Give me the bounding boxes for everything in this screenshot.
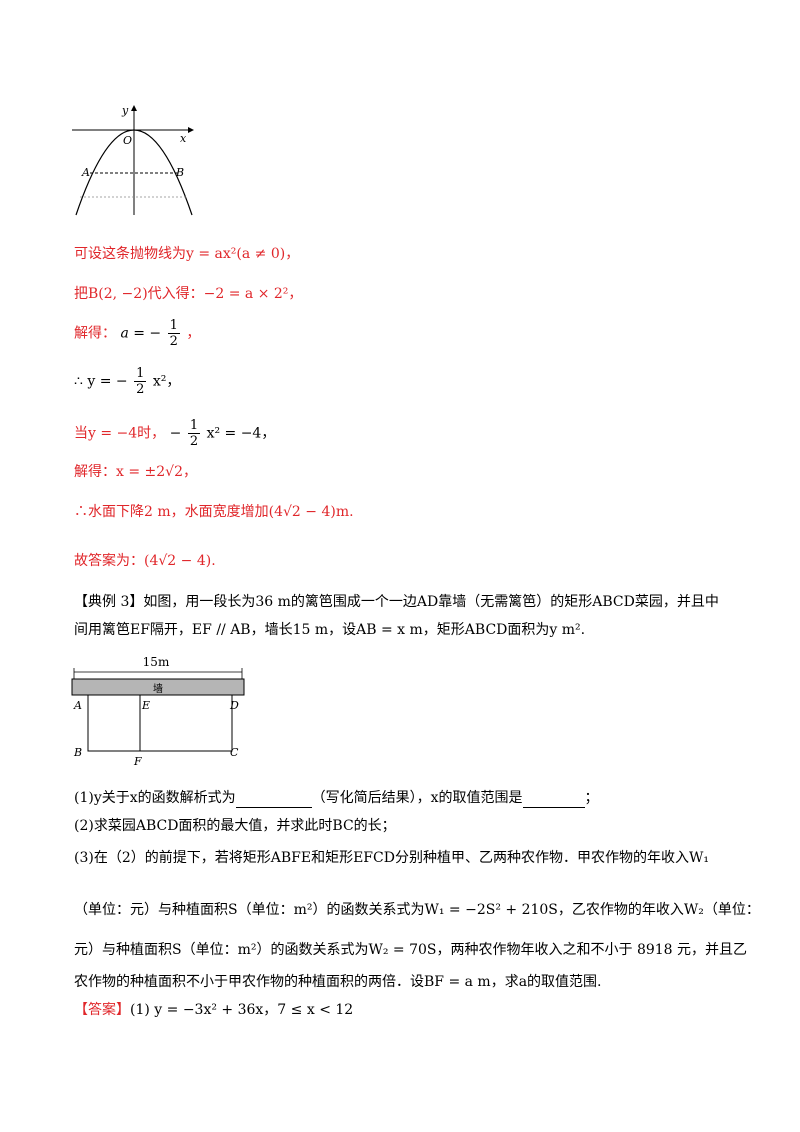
- l3-a: a = −: [120, 325, 162, 342]
- garden-rect: [87, 694, 233, 752]
- solution-line-8: 故答案为：(4√2 − 4).: [74, 553, 216, 569]
- l5-den: 2: [189, 434, 199, 449]
- q1-text-b: （写化简后结果），x的取值范围是: [311, 790, 523, 806]
- solution-line-3: 解得： a = − 1 2 ，: [74, 318, 200, 349]
- label-C: C: [230, 746, 239, 759]
- solution-line-2: 把B(2, −2)代入得：−2 = a × 2²，: [74, 286, 303, 302]
- l3-pre: 解得：: [74, 325, 116, 342]
- answer-text: (1) y = −3x² + 36x，7 ≤ x < 12: [130, 1002, 354, 1018]
- l3-post: ，: [186, 325, 201, 342]
- question-3-line-2: （单位：元）与种植面积S（单位：m²）的函数关系式为W₁ = −2S² + 21…: [74, 902, 760, 918]
- label-o: O: [123, 134, 132, 147]
- garden-diagram: 15m 墙 A E D B F C: [71, 655, 245, 768]
- l4-pre: ∴ y = −: [74, 373, 128, 390]
- label-B: B: [73, 746, 82, 759]
- example-paragraph-2: 间用篱笆EF隔开，EF // AB，墙长15 m，设AB = x m，矩形ABC…: [74, 622, 586, 638]
- q1-blank-1[interactable]: [235, 793, 312, 808]
- x-axis-arrow: [188, 127, 194, 133]
- label-y: y: [121, 104, 129, 117]
- diagram-length-label: 15m: [143, 655, 170, 669]
- question-2: (2)求菜园ABCD面积的最大值，并求此时BC的长；: [74, 818, 396, 834]
- solution-line-6: 解得：x = ±2√2，: [74, 464, 197, 480]
- parabola-graph: y x O A B: [72, 104, 194, 216]
- answer-tag: 【答案】: [74, 1002, 130, 1018]
- solution-line-4: ∴ y = − 1 2 x²，: [74, 366, 180, 397]
- label-D: D: [229, 699, 239, 712]
- l5-minus: −: [169, 425, 182, 442]
- l4-post: x²，: [152, 373, 181, 390]
- q1-blank-2[interactable]: [522, 793, 585, 808]
- parabola-curve: [75, 129, 193, 216]
- label-a: A: [81, 166, 90, 179]
- answer-line: 【答案】(1) y = −3x² + 36x，7 ≤ x < 12: [74, 1000, 353, 1020]
- question-3-line-3: 元）与种植面积S（单位：m²）的函数关系式为W₂ = 70S，两种农作物年收入之…: [74, 942, 748, 958]
- label-A: A: [73, 699, 82, 712]
- label-x: x: [180, 132, 187, 145]
- l3-den: 2: [169, 334, 178, 349]
- question-3-line-4: 农作物的种植面积不小于甲农作物的种植面积的两倍．设BF = a m，求a的取值范…: [74, 974, 602, 990]
- solution-line-1: 可设这条抛物线为y = ax²(a ≠ 0)，: [74, 246, 300, 262]
- label-b: B: [175, 166, 184, 179]
- label-F: F: [133, 755, 142, 768]
- example-paragraph-1: 【典例 3】如图，用一段长为36 m的篱笆围成一个一边AD靠墙（无需篱笆）的矩形…: [74, 594, 719, 610]
- l5-fraction: 1 2: [187, 418, 201, 449]
- y-axis-arrow: [131, 105, 137, 111]
- l4-fraction: 1 2: [134, 366, 147, 397]
- label-E: E: [141, 699, 150, 712]
- l3-fraction: 1 2: [167, 318, 180, 349]
- l5-pre: 当y = −4时，: [74, 425, 166, 442]
- l3-num: 1: [167, 318, 180, 334]
- solution-line-7: ∴水面下降2 m，水面宽度增加(4√2 − 4)m.: [74, 504, 354, 520]
- l4-den: 2: [136, 382, 145, 397]
- l5-num: 1: [187, 418, 201, 434]
- question-3-line-1: (3)在（2）的前提下，若将矩形ABFE和矩形EFCD分别种植甲、乙两种农作物．…: [74, 850, 709, 866]
- q1-text-c: ；: [584, 790, 599, 806]
- l4-num: 1: [134, 366, 147, 382]
- q1-text-a: (1)y关于x的函数解析式为: [74, 790, 236, 806]
- solution-line-5: 当y = −4时， − 1 2 x² = −4，: [74, 418, 275, 449]
- wall-label: 墙: [153, 682, 163, 695]
- question-1: (1)y关于x的函数解析式为 （写化简后结果），x的取值范围是 ；: [74, 788, 599, 808]
- l5-post: x² = −4，: [206, 425, 276, 442]
